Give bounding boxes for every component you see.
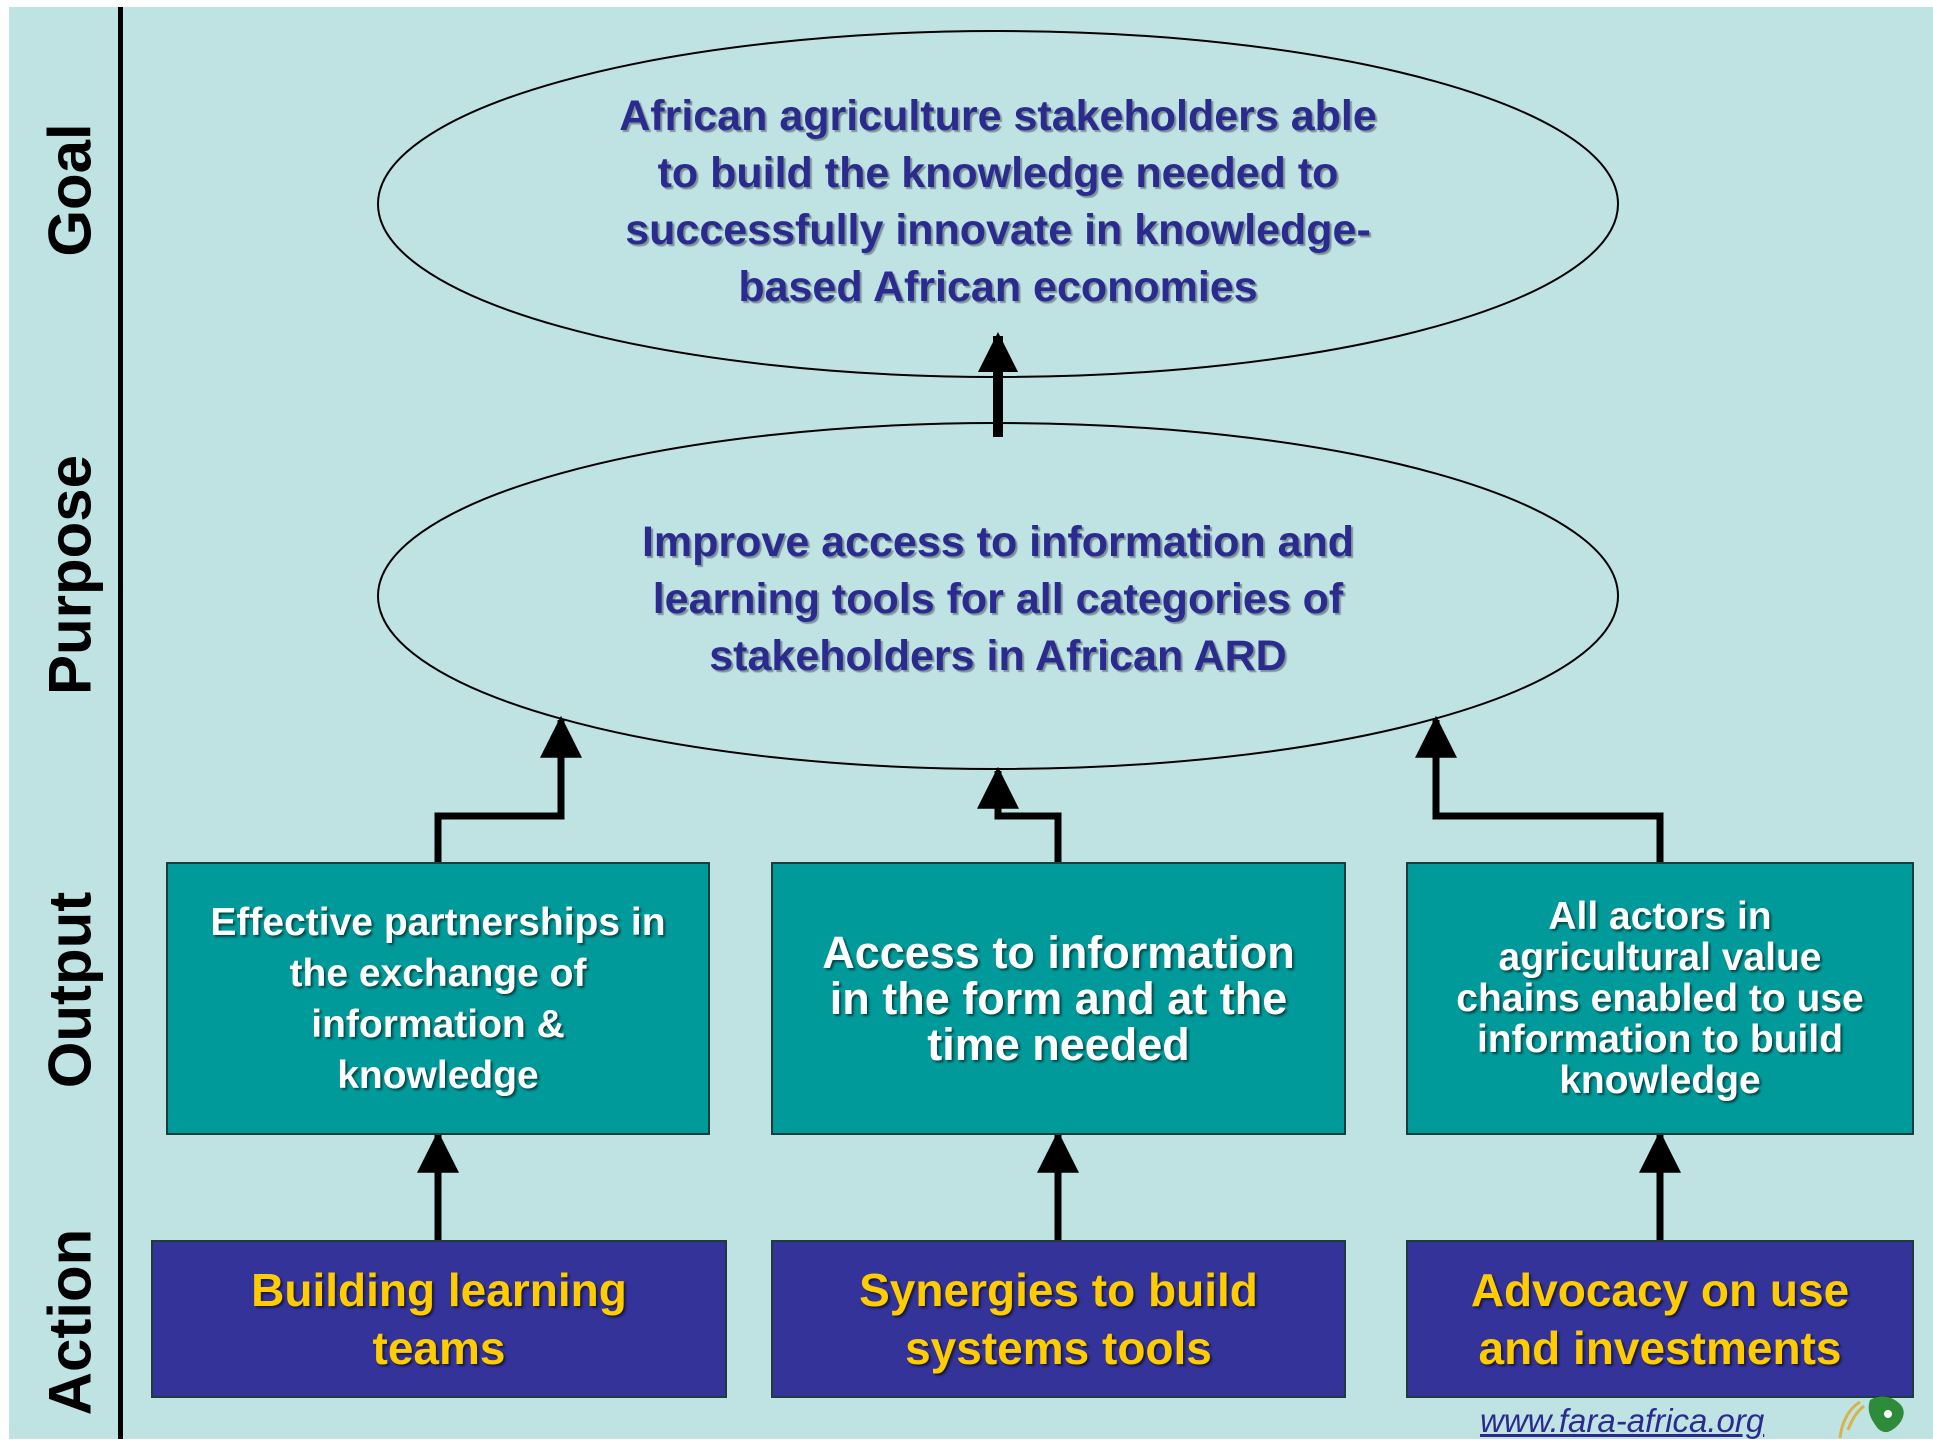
footer-url-link[interactable]: www.fara-africa.org	[1480, 1402, 1765, 1439]
action-box-learning-teams: Building learning teams	[151, 1240, 727, 1398]
output-box-access: Access to information in the form and at…	[771, 862, 1346, 1135]
action-box-advocacy: Advocacy on use and investments	[1406, 1240, 1914, 1398]
fara-logo-icon	[1838, 1396, 1904, 1439]
arrow-output3-to-purpose	[1415, 715, 1664, 862]
arrow-output2-to-purpose	[977, 766, 1062, 862]
purpose-text: Improve access to information and learni…	[641, 518, 1355, 680]
level-axis-line	[118, 7, 123, 1439]
action-box-synergies: Synergies to build systems tools	[771, 1240, 1346, 1398]
output-box-all-actors: All actors in agricultural value chains …	[1406, 862, 1914, 1135]
output-box-partnerships: Effective partnerships in the exchange o…	[166, 862, 710, 1135]
goal-text: African agriculture stakeholders able to…	[619, 92, 1377, 311]
arrow-output1-to-purpose	[434, 715, 582, 862]
